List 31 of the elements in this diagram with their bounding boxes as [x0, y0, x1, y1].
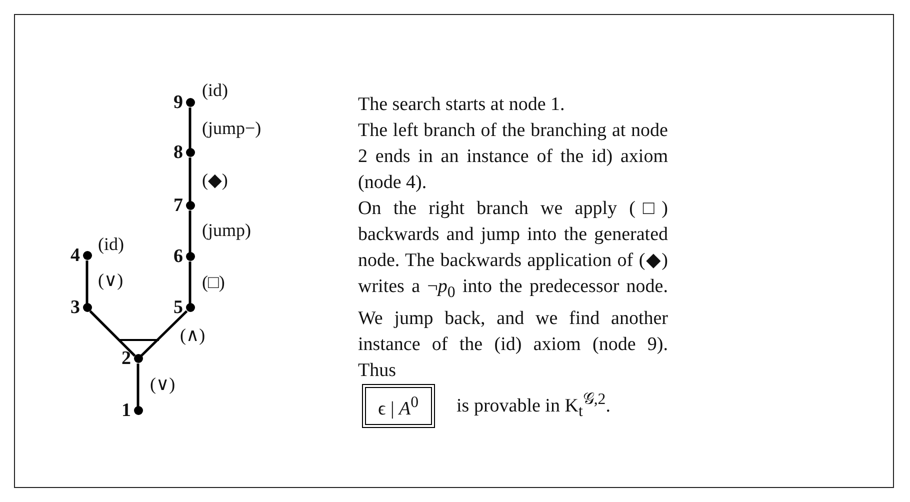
paragraph-text: is provable in K$_{t}$$^{𝒢,2}$.: [456, 390, 610, 422]
node-number: 1: [122, 401, 131, 421]
rule-label: (□): [202, 272, 225, 292]
rule-label: (∨): [150, 374, 176, 394]
rule-label: (∨): [98, 270, 124, 290]
node-number: 4: [70, 246, 80, 266]
paragraph-text: The search starts at node 1.: [358, 93, 566, 117]
node-number: 7: [174, 196, 183, 216]
rule-label: (id): [202, 80, 228, 100]
tree-edge: [188, 158, 192, 202]
rule-label: (jump): [202, 220, 251, 240]
tree-edge: [140, 310, 188, 357]
paragraph-text: On the right branch we apply (□) backwards and jump into the generated node. The backwards application of (◆) writes a ¬p$_{0}$ into the predecessor node. We jump back, and we find another instance of the (id) axiom (node 9). Thus: [358, 197, 668, 383]
node-number: 2: [122, 349, 131, 369]
node-number: 3: [70, 298, 80, 318]
tree-edge: [188, 262, 192, 304]
rule-label: (◆): [202, 170, 228, 190]
node-number: 6: [174, 247, 183, 267]
sequent-box: ϵ | A$^{0}$: [362, 384, 435, 428]
node-number: 5: [174, 298, 183, 318]
node-number: 9: [174, 93, 183, 113]
node-number: 8: [174, 143, 183, 163]
tree-edge: [136, 364, 140, 406]
tree-edge: [86, 260, 88, 304]
tree-edge: [89, 310, 136, 357]
paragraph-text: The left branch of the branching at node 2 ends in an instance of the id) axiom (node 4).: [358, 119, 668, 195]
tree-edge: [188, 210, 192, 252]
rule-label: (∧): [180, 325, 206, 345]
rule-label: (jump−): [202, 118, 262, 138]
tree-edge: [188, 108, 192, 148]
rule-label: (id): [98, 234, 124, 254]
